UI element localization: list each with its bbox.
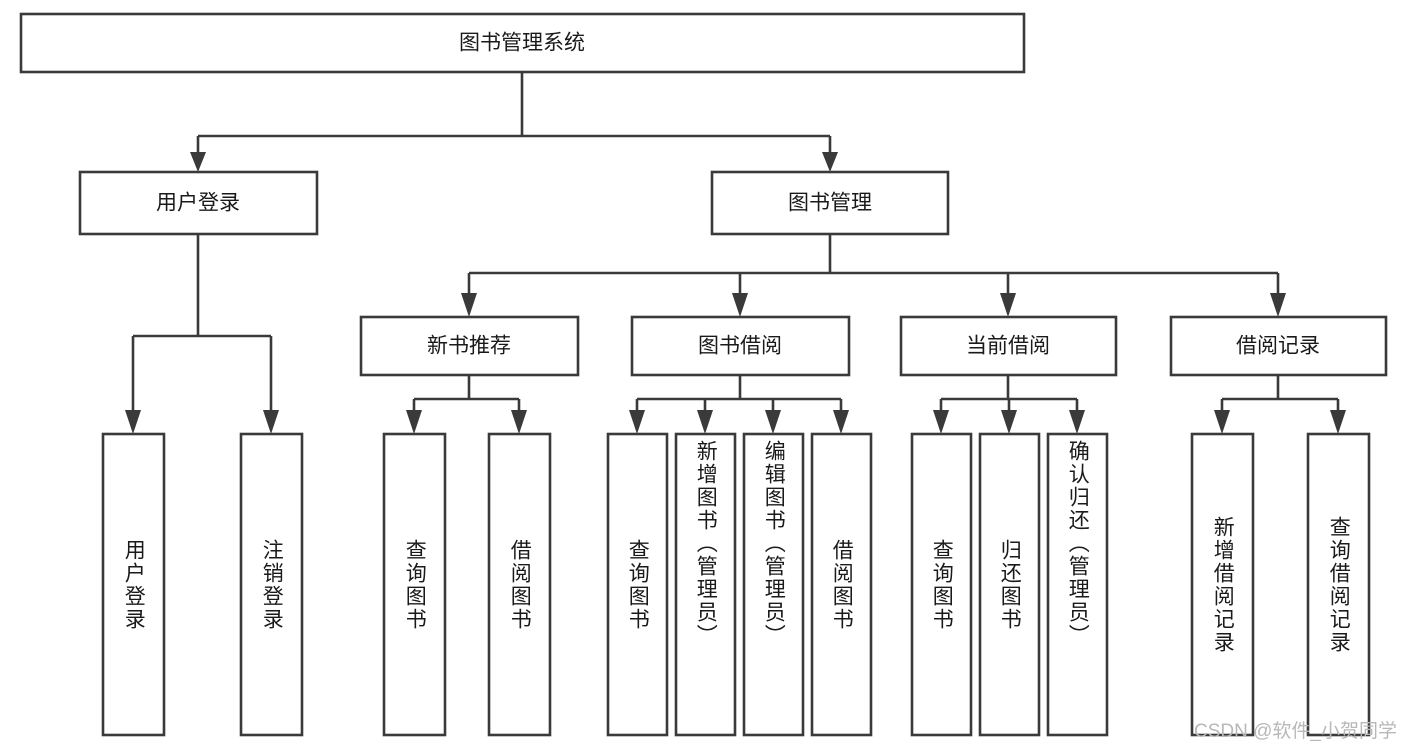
node-box-leaf-borrow-book-2[interactable] [810, 432, 873, 737]
node-box-leaf-user-login[interactable] [101, 432, 166, 737]
arrow-head-leaf-query-record [1330, 410, 1346, 434]
arrow-head-leaf-query-book-3 [933, 410, 949, 434]
arrow-head-new-book-recommend [461, 293, 477, 317]
arrow-head-leaf-confirm-return [1069, 410, 1085, 434]
node-box-leaf-add-record[interactable] [1190, 432, 1255, 737]
arrow-head-leaf-edit-book [765, 410, 781, 434]
node-box-current-borrow[interactable] [899, 315, 1118, 377]
node-box-group: 图书管理系统 用户登录 图书管理 新书推荐 图书借阅 当前借阅 借阅记录 [19, 12, 1388, 737]
arrow-head-book-manage [822, 152, 838, 172]
arrow-head-current-borrow [1000, 293, 1016, 317]
arrow-head-borrow-record [1270, 293, 1286, 317]
node-box-leaf-confirm-return[interactable] [1046, 432, 1109, 737]
node-label-new-book-recommend: 新书推荐 [427, 335, 511, 358]
node-label-current-borrow: 当前借阅 [966, 335, 1050, 358]
arrow-head-leaf-add-record [1214, 410, 1230, 434]
node-box-book-borrow[interactable] [630, 315, 851, 377]
arrow-head-leaf-borrow-book-2 [833, 410, 849, 434]
node-box-leaf-query-book-2[interactable] [606, 432, 669, 737]
node-box-user-login[interactable] [78, 170, 319, 236]
arrow-head-leaf-user-logout [263, 410, 279, 434]
node-box-leaf-query-book-1[interactable] [382, 432, 447, 737]
arrow-head-leaf-borrow-book-1 [511, 410, 527, 434]
arrow-head-leaf-user-login [125, 410, 141, 434]
arrow-head-leaf-query-book-1 [406, 410, 422, 434]
node-box-new-book-recommend[interactable] [359, 315, 580, 377]
arrow-head-book-borrow [732, 293, 748, 317]
node-label-book-borrow: 图书借阅 [698, 335, 782, 358]
node-label-user-login: 用户登录 [156, 192, 240, 215]
arrow-head-leaf-return-book [1001, 410, 1017, 434]
node-box-leaf-borrow-book-1[interactable] [487, 432, 552, 737]
connector-group [125, 72, 1346, 434]
node-box-leaf-query-book-3[interactable] [910, 432, 973, 737]
node-label-borrow-record: 借阅记录 [1236, 335, 1320, 358]
node-box-borrow-record[interactable] [1169, 315, 1388, 377]
node-box-leaf-add-book[interactable] [674, 432, 737, 737]
node-box-leaf-edit-book[interactable] [742, 432, 805, 737]
node-box-root[interactable] [19, 12, 1026, 74]
node-box-book-manage[interactable] [710, 170, 950, 236]
arrow-head-leaf-add-book [697, 410, 713, 434]
node-box-leaf-query-record[interactable] [1306, 432, 1371, 737]
arrow-head-user-login [190, 152, 206, 172]
arrow-head-leaf-query-book-2 [629, 410, 645, 434]
node-box-leaf-return-book[interactable] [978, 432, 1041, 737]
node-label-book-manage: 图书管理 [788, 192, 872, 215]
node-box-leaf-user-logout[interactable] [239, 432, 304, 737]
node-label-root: 图书管理系统 [459, 32, 585, 55]
